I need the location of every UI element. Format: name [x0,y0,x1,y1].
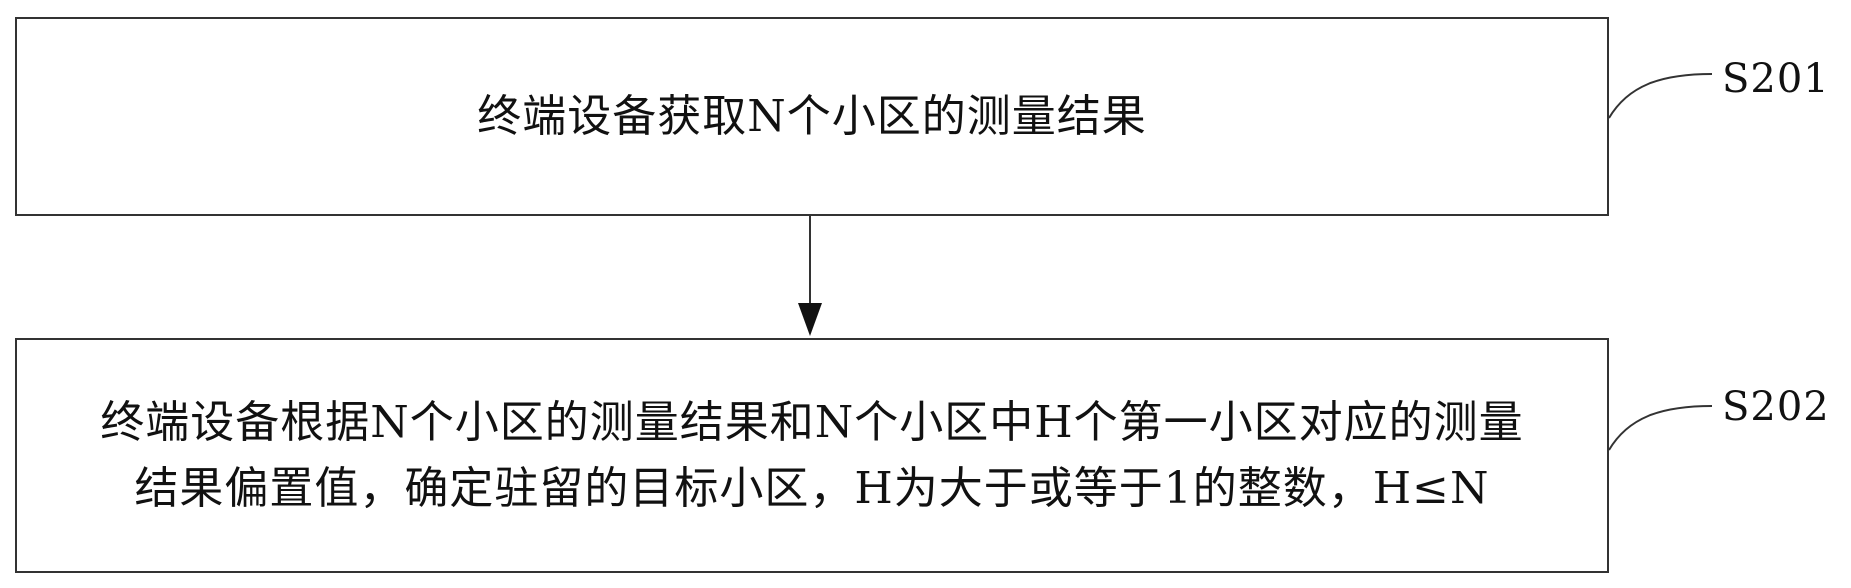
leader-line-s202 [1608,405,1713,451]
step-text-s202: 终端设备根据N个小区的测量结果和N个小区中H个第一小区对应的测量 结果偏置值，确… [100,396,1524,514]
step-box-s201: 终端设备获取N个小区的测量结果 [15,17,1609,216]
step-label-s201: S201 [1722,56,1830,102]
step-label-s202: S202 [1722,384,1830,430]
flow-arrow-head [798,303,822,336]
leader-line-s201 [1608,73,1713,119]
step-text-s201: 终端设备获取N个小区的测量结果 [477,90,1147,142]
step-box-s202: 终端设备根据N个小区的测量结果和N个小区中H个第一小区对应的测量 结果偏置值，确… [15,338,1609,573]
